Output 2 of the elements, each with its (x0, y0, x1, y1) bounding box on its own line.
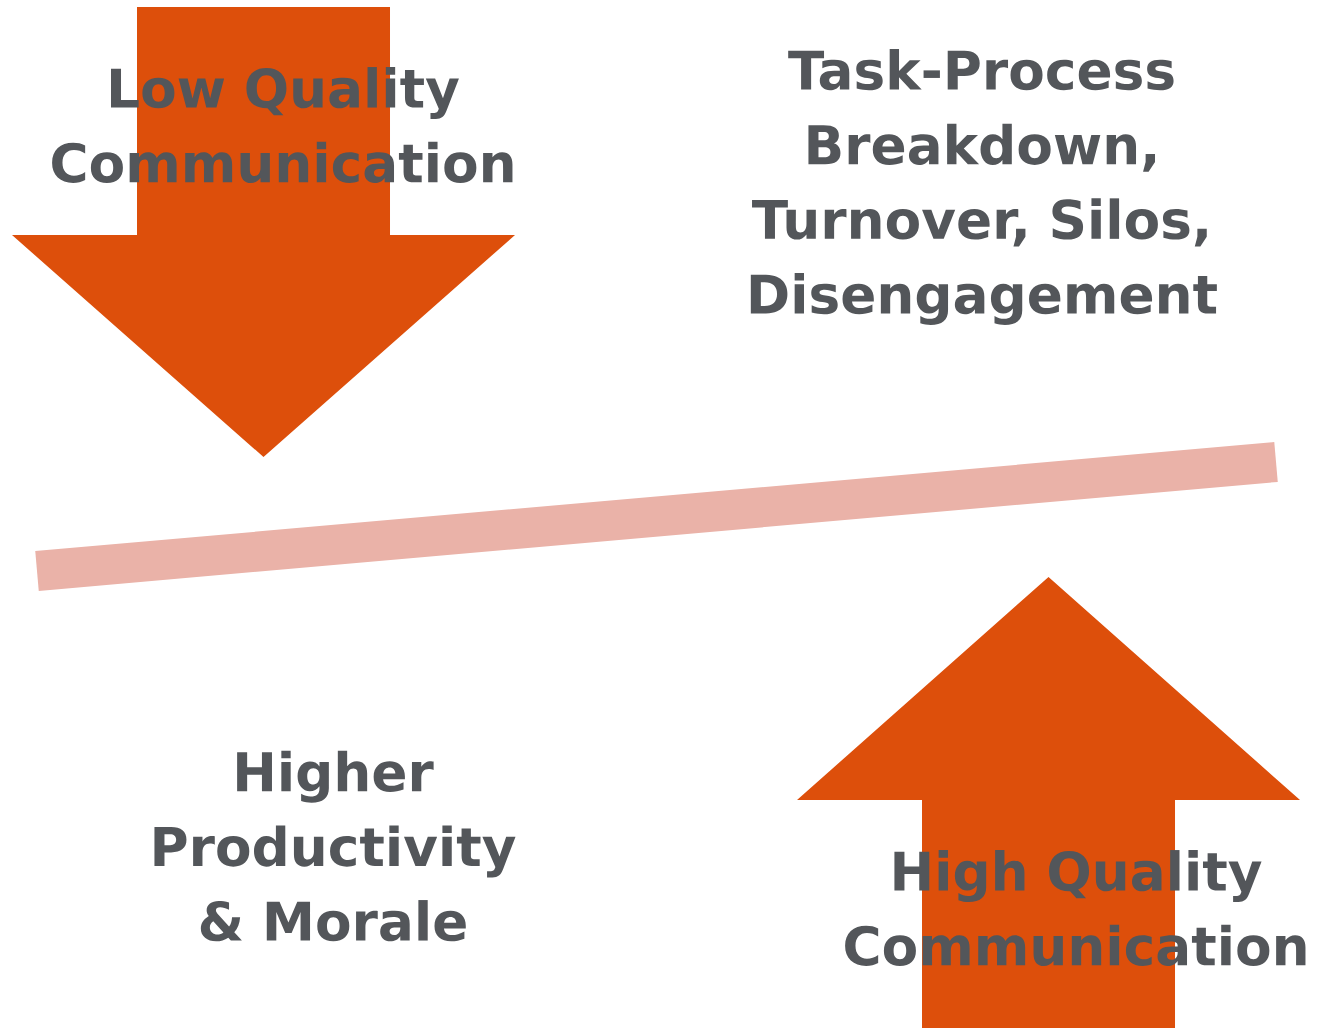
text-label: Higher Productivity & Morale (154, 750, 516, 942)
text-label: Task-Process Breakdown, Turnover, Silos, Disengagement (750, 49, 1217, 325)
